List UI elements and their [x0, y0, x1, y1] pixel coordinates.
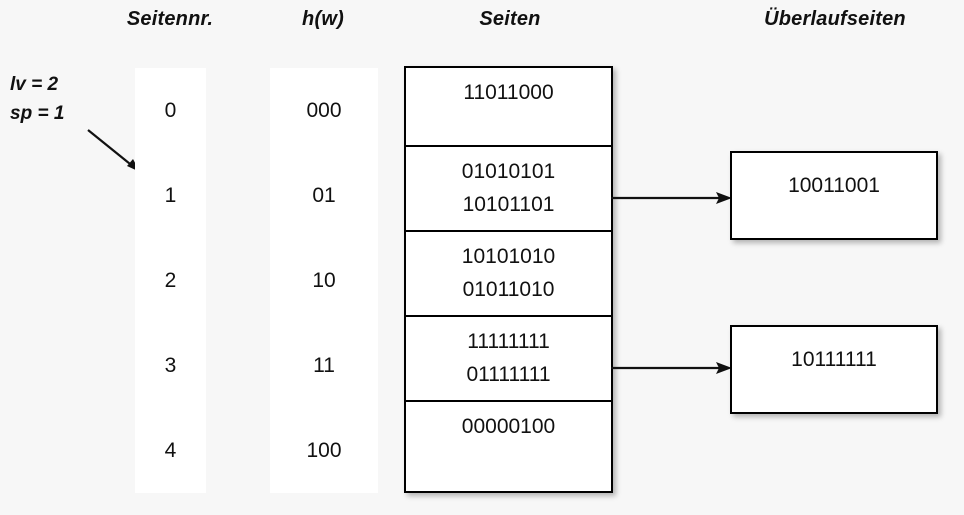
seitennr-cell: 3 [164, 354, 177, 377]
hw-cell: 000 [306, 99, 342, 122]
annotation-sp: sp = 1 [10, 103, 65, 124]
page-row: 11111111 01111111 [406, 317, 611, 402]
level-split-annotation: lv = 2 sp = 1 [10, 70, 130, 128]
seitennr-cell: 2 [164, 269, 177, 292]
overflow-page-box: 10111111 [730, 325, 938, 414]
hw-cell: 10 [312, 269, 336, 292]
column-header-seiten: Seiten [479, 8, 541, 30]
column-header-seitennr: Seitennr. [126, 8, 214, 30]
column-header-hw: h(w) [302, 8, 344, 30]
overflow-connector-arrow-icon [611, 192, 732, 204]
overflow-record: 10011001 [788, 174, 880, 197]
hw-cell: 11 [313, 354, 335, 377]
page-record: 11111111 [467, 330, 550, 353]
page-record: 10101010 [461, 245, 556, 268]
seitennr-cell: 4 [164, 439, 177, 462]
page-record: 01111111 [466, 363, 551, 386]
page-row: 11011000 [406, 68, 611, 147]
page-row: 10101010 01011010 [406, 232, 611, 317]
page-record: 00000100 [461, 415, 556, 438]
page-record: 11011000 [463, 81, 554, 104]
annotation-lv: lv = 2 [10, 74, 59, 95]
page-record: 10101101 [462, 193, 555, 216]
page-row: 00000100 [406, 402, 611, 490]
seitennr-cell: 1 [164, 184, 177, 207]
seitennr-cell: 0 [164, 99, 177, 122]
hw-cell: 100 [306, 439, 342, 462]
seitennr-column-band [135, 68, 206, 493]
overflow-connector-arrow-icon [611, 362, 732, 374]
overflow-page-box: 10011001 [730, 151, 938, 240]
overflow-record: 10111111 [791, 348, 877, 371]
hw-cell: 01 [312, 184, 336, 207]
column-header-ueberlaufseiten: Überlaufseiten [764, 8, 906, 30]
page-record: 01010101 [461, 160, 556, 183]
page-row: 01010101 10101101 [406, 147, 611, 232]
hw-column-band [270, 68, 378, 493]
page-record: 01011010 [462, 278, 555, 301]
pages-table: 11011000 01010101 10101101 10101010 0101… [404, 66, 613, 493]
